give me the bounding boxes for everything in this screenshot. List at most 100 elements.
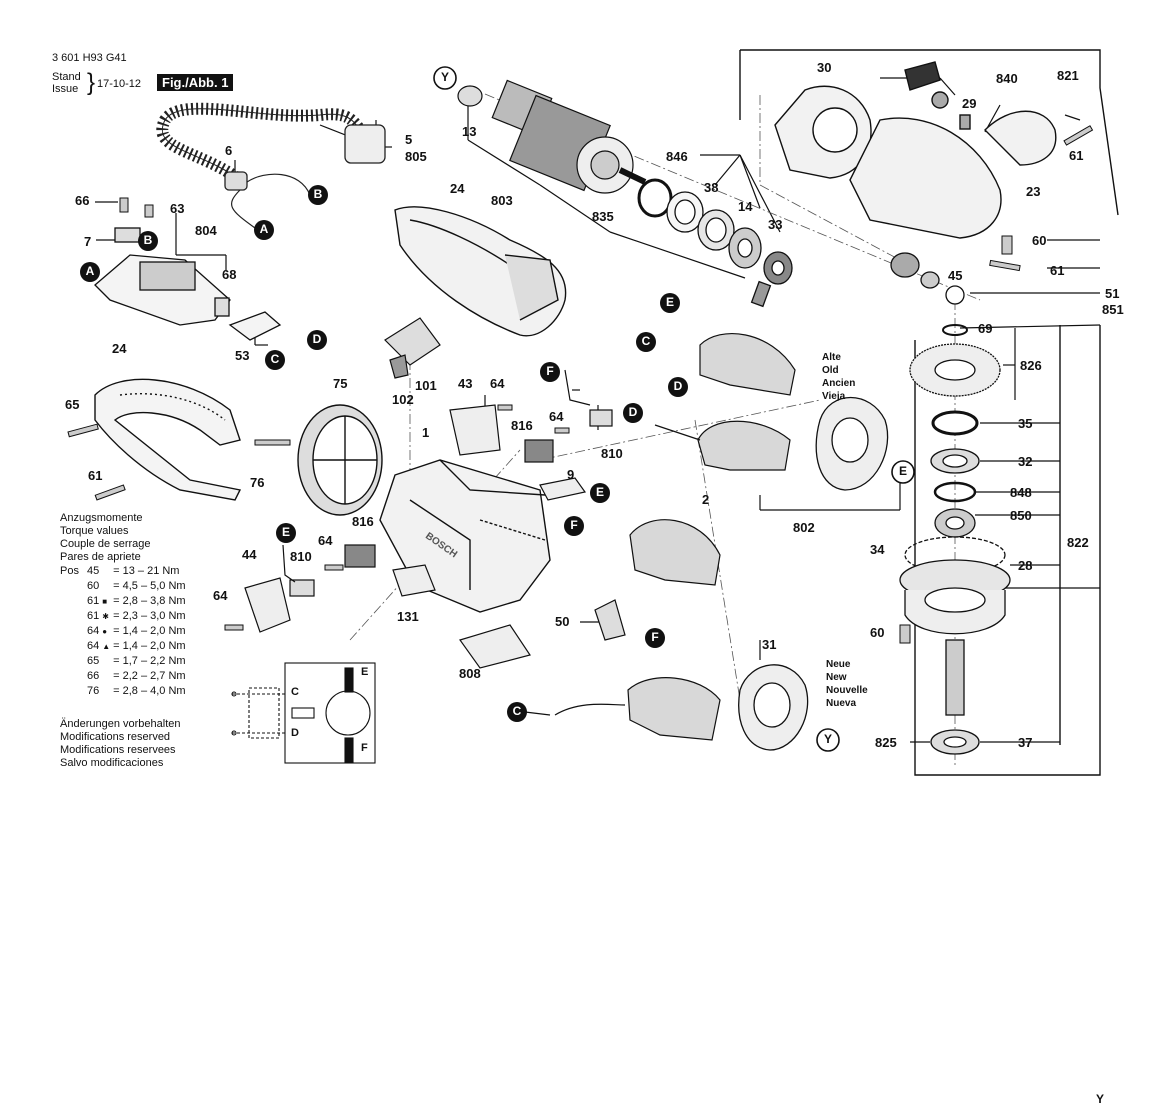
note-de: Änderungen vorbehalten bbox=[60, 718, 181, 730]
old-version-label: Alte Old Ancien Vieja bbox=[822, 351, 855, 403]
torque-title-fr: Couple de serrage bbox=[60, 538, 151, 550]
switch-assembly bbox=[94, 227, 282, 341]
part-label: 101 bbox=[415, 378, 437, 393]
pos-label bbox=[60, 609, 87, 624]
torque-pos: 65 bbox=[87, 655, 100, 667]
part-label: 810 bbox=[290, 549, 312, 564]
callout-letter: C bbox=[641, 334, 651, 348]
pos-label: Pos bbox=[60, 565, 79, 577]
wiring-label-d: D bbox=[291, 727, 299, 739]
torque-title-es: Pares de apriete bbox=[60, 551, 141, 563]
torque-eq: = bbox=[113, 685, 120, 697]
callout-letter: D bbox=[312, 332, 322, 346]
part-label: 44 bbox=[242, 547, 257, 562]
part-label: 64 bbox=[213, 588, 228, 603]
torque-pos: 76 bbox=[87, 685, 100, 697]
part-label: 804 bbox=[195, 223, 217, 238]
torque-mark bbox=[102, 579, 113, 594]
part-label: 76 bbox=[250, 475, 265, 490]
old-de: Alte bbox=[822, 352, 841, 363]
fan-ring bbox=[297, 404, 383, 516]
exploded-view-diagram bbox=[67, 49, 1119, 776]
new-fr: Nouvelle bbox=[826, 685, 868, 696]
part-label: 131 bbox=[397, 609, 419, 624]
callout-letter: C bbox=[270, 352, 280, 366]
part-label: 13 bbox=[462, 124, 477, 139]
part-label: 803 bbox=[491, 193, 513, 208]
torque-eq: = bbox=[113, 625, 120, 637]
callout-circles bbox=[80, 66, 915, 752]
part-label: 53 bbox=[235, 348, 250, 363]
note-en: Modifications reserved bbox=[60, 731, 171, 743]
torque-mark: ● bbox=[102, 627, 108, 636]
callout-letter: B bbox=[313, 187, 323, 201]
callout-letter: D bbox=[673, 379, 683, 393]
torque-values-block: Anzugsmomente Torque values Couple de se… bbox=[60, 512, 189, 699]
field-coils bbox=[627, 333, 796, 741]
stand-label: Stand bbox=[52, 71, 81, 83]
part-label: 66 bbox=[75, 193, 90, 208]
part-label: 848 bbox=[1010, 485, 1032, 500]
part-label: 35 bbox=[1018, 416, 1033, 431]
wiring-diagram bbox=[231, 662, 376, 764]
torque-value: 1,4 – 2,0 Nm bbox=[122, 625, 186, 637]
part-label: 29 bbox=[962, 96, 977, 111]
torque-value: 1,7 – 2,2 Nm bbox=[122, 655, 186, 667]
part-label: 9 bbox=[567, 467, 575, 482]
brush-parts bbox=[244, 317, 626, 641]
part-label: 31 bbox=[762, 637, 777, 652]
torque-eq: = bbox=[113, 595, 120, 607]
part-label: 51 bbox=[1105, 286, 1120, 301]
torque-value: 2,8 – 4,0 Nm bbox=[122, 685, 186, 697]
wires bbox=[282, 369, 701, 716]
callout-letter: C bbox=[512, 704, 522, 718]
callout-letter: F bbox=[546, 364, 554, 378]
torque-pos: 60 bbox=[87, 580, 100, 592]
torque-pos: 64 bbox=[87, 625, 100, 637]
torque-pos: 61 bbox=[87, 595, 100, 607]
torque-row: 66=2,2 – 2,7 Nm bbox=[60, 669, 189, 684]
part-label: 821 bbox=[1057, 68, 1079, 83]
part-label: 835 bbox=[592, 209, 614, 224]
torque-pos: 61 bbox=[87, 610, 100, 622]
pos-label bbox=[60, 639, 87, 654]
torque-pos: 64 bbox=[87, 640, 100, 652]
torque-mark: ▲ bbox=[102, 642, 111, 651]
main-handle bbox=[94, 378, 242, 501]
new-version-label: Neue New Nouvelle Nueva bbox=[826, 658, 868, 710]
torque-value: 2,2 – 2,7 Nm bbox=[122, 670, 186, 682]
torque-mark: ■ bbox=[102, 597, 108, 606]
callout-letter: E bbox=[898, 464, 907, 478]
part-label: 69 bbox=[978, 321, 993, 336]
torque-value: 4,5 – 5,0 Nm bbox=[122, 580, 186, 592]
torque-value: 1,4 – 2,0 Nm bbox=[122, 640, 186, 652]
figure-label: Fig./Abb. 1 bbox=[157, 74, 234, 91]
note-fr: Modifications reservees bbox=[60, 744, 176, 756]
callout-letter: Y bbox=[1095, 1092, 1104, 1106]
part-label: 68 bbox=[222, 267, 237, 282]
old-es: Vieja bbox=[822, 391, 846, 402]
torque-mark bbox=[102, 564, 113, 579]
torque-mark bbox=[102, 684, 113, 699]
power-cord bbox=[156, 102, 386, 229]
torque-row: 61■=2,8 – 3,8 Nm bbox=[60, 594, 189, 609]
bevel-gear-parts bbox=[890, 252, 1011, 755]
label-sheets bbox=[392, 477, 587, 669]
part-label: 2 bbox=[702, 492, 710, 507]
part-label: 60 bbox=[870, 625, 885, 640]
part-label: 65 bbox=[65, 397, 80, 412]
pos-label bbox=[60, 654, 87, 669]
part-label: 826 bbox=[1020, 358, 1042, 373]
new-de: Neue bbox=[826, 659, 851, 670]
torque-row: 76 =2,8 – 4,0 Nm bbox=[60, 684, 189, 699]
part-label: 33 bbox=[768, 217, 783, 232]
screws bbox=[67, 125, 1094, 644]
callout-letter: F bbox=[570, 518, 578, 532]
part-label: 102 bbox=[392, 392, 414, 407]
part-label: 816 bbox=[352, 514, 374, 529]
part-label: 24 bbox=[450, 181, 465, 196]
modification-notes: Änderungen vorbehalten Modifications res… bbox=[60, 718, 180, 770]
rear-cover bbox=[394, 206, 567, 337]
torque-mark bbox=[102, 654, 113, 669]
part-label: 802 bbox=[793, 520, 815, 535]
